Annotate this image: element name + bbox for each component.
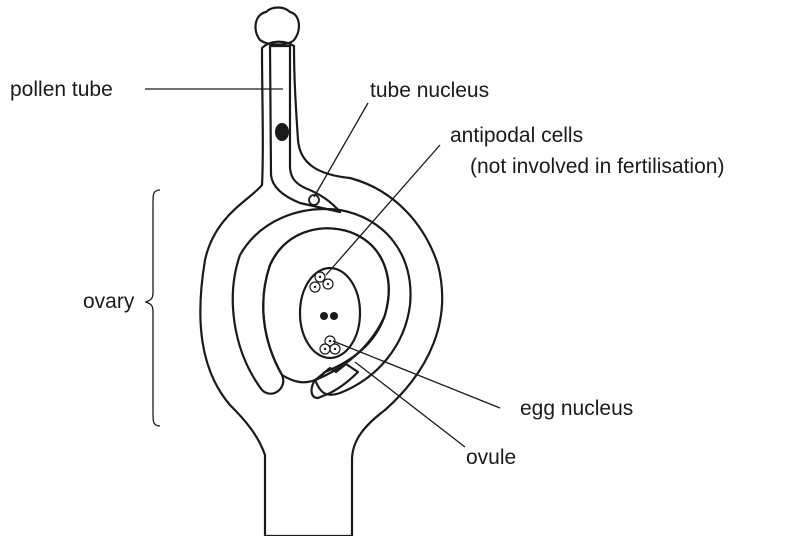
polar-nucleus-2 — [330, 312, 338, 320]
ovule-leader — [355, 362, 465, 447]
generative-nucleus — [275, 123, 289, 141]
pollen-tube-label: pollen tube — [10, 78, 113, 101]
antipodal-cells-label: antipodal cells — [450, 124, 583, 147]
stigma — [255, 8, 298, 45]
ovary-bracket — [146, 190, 160, 426]
tube-nucleus-leader — [314, 103, 368, 197]
antipodal-note-label: (not involved in fertilisation) — [470, 155, 724, 178]
ovule — [263, 228, 388, 382]
ovary-cavity — [233, 209, 411, 395]
ovule-label: ovule — [466, 446, 516, 469]
egg-apparatus — [320, 336, 340, 354]
tube-nucleus-label: tube nucleus — [370, 79, 489, 102]
style-and-ovary-outline — [200, 42, 442, 536]
egg-nucleus-label: egg nucleus — [520, 397, 633, 420]
egg-nucleus-leader — [333, 341, 500, 408]
polar-nucleus-1 — [320, 312, 328, 320]
ovary-label: ovary — [83, 290, 135, 313]
